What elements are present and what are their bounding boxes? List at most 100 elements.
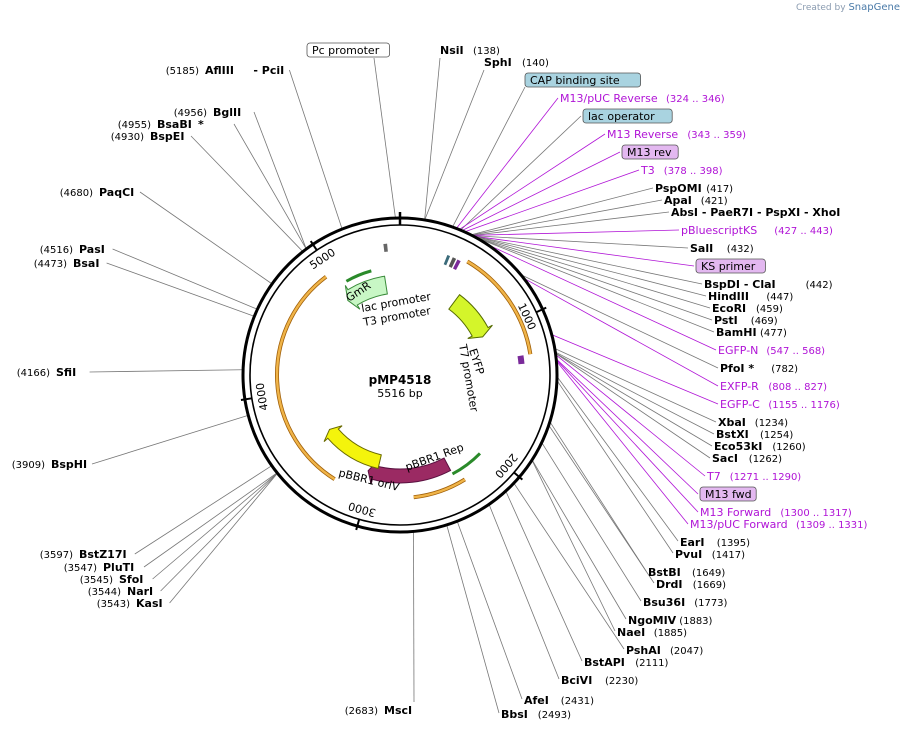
enzyme-pasi: PasI (79, 243, 105, 256)
primer-range: (808 .. 827) (768, 382, 827, 393)
site-position: (4166) (17, 368, 50, 379)
primer-range: (427 .. 443) (774, 226, 833, 237)
site-position: (2230) (605, 676, 638, 687)
tick-3000 (355, 519, 361, 531)
primer-range: (1155 .. 1176) (768, 400, 840, 411)
left-arc-outline (275, 275, 336, 481)
enzyme-label: PstI (714, 314, 738, 327)
leader-line (424, 57, 441, 219)
enzyme-label: HindIII (708, 290, 749, 303)
tick-label: 5000 (307, 246, 338, 272)
t7-arc (466, 260, 532, 355)
primer-range: (343 .. 359) (687, 130, 746, 141)
site-position: (1885) (654, 628, 687, 639)
primer-box-m13-rev-box (621, 144, 679, 160)
site-position: (4930) (111, 132, 144, 143)
leader-lines (89, 57, 719, 714)
leader-line (143, 473, 277, 568)
leader-line (473, 229, 680, 236)
enzyme-bsphi: BspHI (51, 458, 87, 471)
leader-line (555, 348, 717, 423)
enzyme-label: BamHI (716, 326, 757, 339)
site-position: (3597) (40, 550, 73, 561)
enzyme-label: SacI (712, 452, 738, 465)
enzyme-bglii: BglII (213, 106, 241, 119)
leader-line (514, 483, 625, 650)
enzyme-label: BbsI (501, 708, 528, 721)
leader-line (160, 473, 277, 592)
site-position: (1649) (692, 568, 725, 579)
leader-line (106, 262, 254, 317)
mcs-marker-0 (443, 255, 451, 266)
primer-range: (378 .. 398) (664, 166, 723, 177)
tick-5000 (309, 240, 318, 251)
site-position: (1395) (717, 538, 750, 549)
enzyme-extra: * (198, 118, 204, 131)
enzyme-label: BstXI (716, 428, 749, 441)
site-position: (2431) (561, 696, 594, 707)
tick-2000 (513, 471, 524, 481)
primer-range: (547 .. 568) (766, 346, 825, 357)
site-position: (459) (756, 304, 783, 315)
enzyme-msci: MscI (384, 704, 412, 717)
primer-egfp-c: EGFP-C (720, 398, 760, 411)
leader-line (457, 522, 523, 700)
leader-line (91, 415, 248, 465)
created-by-text: Created by (796, 3, 846, 13)
leader-line (476, 236, 707, 297)
leader-line (476, 236, 703, 285)
site-position: (1417) (712, 550, 745, 561)
site-position: (1260) (772, 442, 805, 453)
leader-line (472, 199, 663, 236)
leader-line (253, 111, 307, 249)
leader-line (556, 353, 711, 459)
enzyme-extra: - PciI (253, 64, 284, 77)
enzyme-label: NgoMIV (628, 614, 677, 627)
enzyme-label: PshAI (626, 644, 661, 657)
site-position: (4473) (34, 259, 67, 270)
enzyme-label: BstBI (648, 566, 681, 579)
leader-line (475, 236, 695, 267)
plasmid-name: pMP4518 (369, 373, 432, 387)
site-position: (1883) (679, 616, 712, 627)
enzyme-bsai: BsaI (73, 257, 99, 270)
pbbr1-rep-arrow (367, 457, 452, 485)
enzyme-nsii: NsiI (440, 44, 464, 57)
leader-line (446, 525, 500, 714)
enzyme-label: Bsu36I (643, 596, 685, 609)
enzyme-bsabi: BsaBI (157, 118, 192, 131)
site-position: (5185) (166, 66, 199, 77)
enzyme-nari: NarI (127, 585, 153, 598)
leader-line (556, 355, 706, 477)
snapgene-logo: SnapGene (848, 2, 900, 13)
eyfp-arrow (448, 293, 493, 339)
primer-box-m13-fwd: M13 fwd (705, 488, 752, 501)
leader-line (462, 151, 621, 231)
site-position: (4955) (118, 120, 151, 131)
site-position: (782) (771, 364, 798, 375)
leader-line (139, 191, 272, 284)
site-position: (1254) (760, 430, 793, 441)
enzyme-label: NaeI (617, 626, 645, 639)
primer-box-m13-fwd-box (699, 486, 757, 502)
leader-line (413, 532, 415, 703)
leader-line (459, 133, 606, 230)
site-position: (2683) (345, 706, 378, 717)
leader-line (525, 278, 719, 387)
leader-line (474, 235, 689, 249)
enzyme-label: SalI (690, 242, 713, 255)
tick-1000 (535, 306, 547, 314)
plasmid-size: 5516 bp (377, 387, 422, 400)
leader-line (557, 377, 679, 542)
tick-4000 (240, 397, 252, 402)
leader-line (557, 360, 699, 513)
primer-range: (1309 .. 1331) (796, 520, 868, 531)
primer-range: (1300 .. 1317) (780, 508, 852, 519)
leader-line (89, 369, 243, 373)
leader-line (461, 115, 582, 230)
leader-line (480, 238, 713, 321)
primer-t7: T7 (706, 470, 721, 483)
left-arc (275, 275, 336, 481)
leader-line (169, 473, 278, 604)
